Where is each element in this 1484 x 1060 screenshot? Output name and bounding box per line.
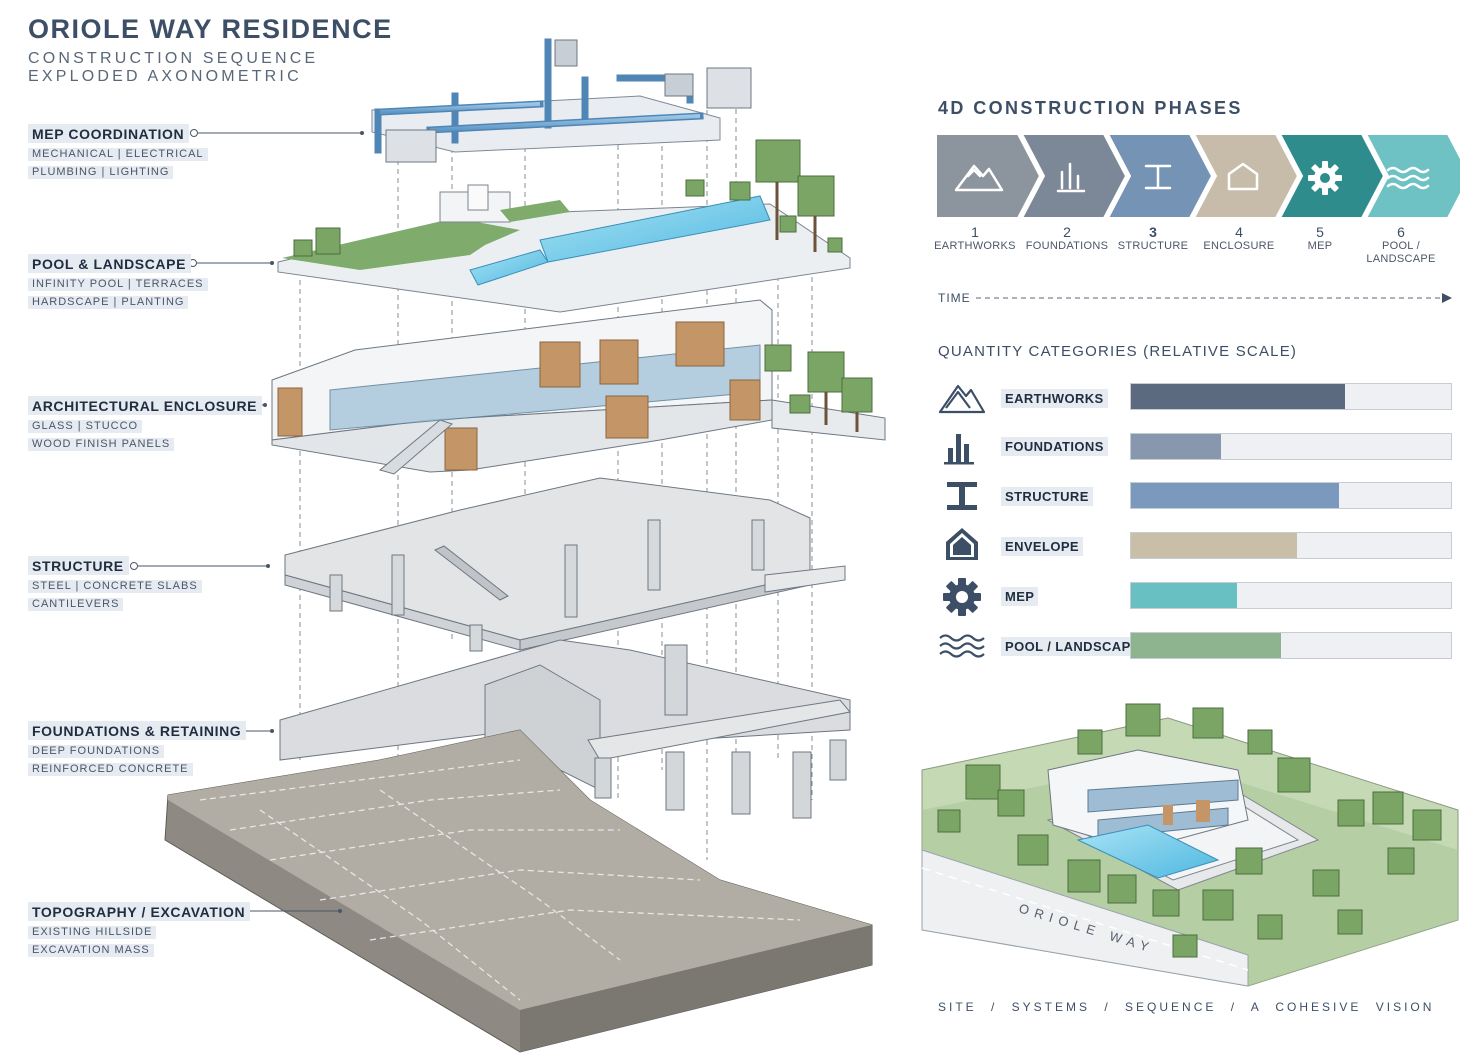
footer-tagline: SITE / SYSTEMS / SEQUENCE / A COHESIVE V… — [938, 1000, 1434, 1014]
phase-name-line2: LANDSCAPE — [1366, 253, 1436, 265]
mountain-icon — [938, 384, 986, 414]
quantity-icons — [938, 384, 986, 658]
quantity-bar-earthworks — [1130, 383, 1452, 410]
phase-label-5: 5 MEP — [1275, 224, 1365, 253]
quantity-bar-pool-landscape — [1130, 632, 1452, 659]
foundations-layer — [279, 639, 851, 819]
house-icon — [1227, 162, 1259, 191]
quantity-label-pool-landscape: POOL / LANDSCAPE — [1001, 637, 1144, 656]
callout-label: FOUNDATIONS & RETAINING — [28, 721, 247, 740]
callout-detail: PLUMBING | LIGHTING — [28, 166, 174, 179]
page-subtitle-line2: EXPLODED AXONOMETRIC — [28, 68, 302, 85]
phase-number: 1 — [971, 224, 979, 240]
phase-name: MEP — [1307, 240, 1333, 252]
footer-text: SITE / SYSTEMS / SEQUENCE / A COHESIVE V… — [938, 1000, 1435, 1014]
quantity-bar-fill — [1131, 434, 1221, 459]
phase-name: POOL / — [1381, 240, 1421, 252]
phases-title: 4D CONSTRUCTION PHASES — [938, 98, 1243, 118]
time-label: TIME — [938, 291, 971, 305]
site-axonometric-drawing: ORIOLE WAY — [921, 703, 1459, 987]
pool-landscape-layer — [277, 139, 851, 313]
phase-name: EARTHWORKS — [934, 240, 1016, 252]
quantity-bar-fill — [1131, 583, 1237, 608]
phase-number: 2 — [1063, 224, 1071, 240]
callout-detail: GLASS | STUCCO — [28, 420, 143, 433]
quantity-bar-fill — [1131, 384, 1346, 409]
callout-detail: INFINITY POOL | TERRACES — [28, 278, 208, 291]
waves-icon — [1386, 166, 1430, 190]
quantity-label-earthworks: EARTHWORKS — [1001, 389, 1108, 408]
beam-icon — [947, 482, 977, 510]
quantity-bar-mep — [1130, 582, 1452, 609]
phase-name: STRUCTURE — [1117, 240, 1189, 252]
callout-detail: MECHANICAL | ELECTRICAL — [28, 148, 208, 161]
phase-number: 4 — [1235, 224, 1243, 240]
quantity-bar-structure — [1130, 482, 1452, 509]
bars-icon — [944, 434, 974, 465]
beam-icon — [1144, 164, 1172, 190]
callout-label: TOPOGRAPHY / EXCAVATION — [28, 902, 251, 921]
callout-detail: EXCAVATION MASS — [28, 944, 154, 957]
callout-detail: HARDSCAPE | PLANTING — [28, 296, 189, 309]
phase-chevron-3 — [1106, 134, 1214, 219]
page-subtitle-line1: CONSTRUCTION SEQUENCE — [28, 50, 319, 67]
callout-enclosure: ARCHITECTURAL ENCLOSURE GLASS | STUCCO W… — [28, 396, 263, 452]
callout-detail: CANTILEVERS — [28, 598, 124, 611]
phase-number: 3 — [1149, 224, 1157, 240]
gear-icon — [1308, 161, 1342, 195]
topography-layer — [164, 729, 873, 1053]
callout-foundations: FOUNDATIONS & RETAINING DEEP FOUNDATIONS… — [28, 721, 247, 777]
callout-detail: WOOD FINISH PANELS — [28, 438, 175, 451]
quantity-bar-envelope — [1130, 532, 1452, 559]
phase-label-3: 3 STRUCTURE — [1108, 224, 1198, 253]
callout-label: STRUCTURE — [28, 556, 129, 575]
callout-mep: MEP COORDINATION MECHANICAL | ELECTRICAL… — [28, 124, 208, 180]
page-title: ORIOLE WAY RESIDENCE — [28, 14, 393, 44]
phase-chevron-1 — [936, 134, 1042, 219]
house-icon — [946, 528, 978, 560]
callout-pool-landscape: POOL & LANDSCAPE INFINITY POOL | TERRACE… — [28, 254, 208, 310]
callout-label: ARCHITECTURAL ENCLOSURE — [28, 396, 263, 415]
callout-structure: STRUCTURE STEEL | CONCRETE SLABS CANTILE… — [28, 556, 202, 612]
mountain-icon — [954, 164, 1004, 192]
enclosure-layer — [271, 299, 886, 475]
phase-name: FOUNDATIONS — [1025, 240, 1109, 252]
phase-label-4: 4 ENCLOSURE — [1194, 224, 1284, 253]
phase-number: 5 — [1316, 224, 1324, 240]
phase-label-2: 2 FOUNDATIONS — [1022, 224, 1112, 253]
callout-label: POOL & LANDSCAPE — [28, 254, 192, 273]
quantity-label-mep: MEP — [1001, 587, 1039, 606]
callout-label: MEP COORDINATION — [28, 124, 190, 143]
callout-topography: TOPOGRAPHY / EXCAVATION EXISTING HILLSID… — [28, 902, 251, 958]
phase-chevrons — [936, 134, 1460, 219]
structure-layer — [284, 477, 846, 652]
phase-label-1: 1 EARTHWORKS — [930, 224, 1020, 253]
callout-detail: STEEL | CONCRETE SLABS — [28, 580, 202, 593]
phase-name: ENCLOSURE — [1203, 240, 1275, 252]
quantity-bar-fill — [1131, 633, 1282, 658]
leader-lines — [138, 132, 362, 912]
quantity-label-foundations: FOUNDATIONS — [1001, 437, 1108, 456]
callout-detail: EXISTING HILLSIDE — [28, 926, 157, 939]
mep-layer — [371, 38, 752, 163]
quantity-label-structure: STRUCTURE — [1001, 487, 1093, 506]
time-arrow — [976, 293, 1452, 303]
phase-number: 6 — [1397, 224, 1405, 240]
phase-label-6: 6 POOL / LANDSCAPE — [1356, 224, 1446, 266]
quantity-label-envelope: ENVELOPE — [1001, 537, 1083, 556]
bars-icon — [1056, 162, 1086, 193]
quantity-bar-foundations — [1130, 433, 1452, 460]
phase-chevron-4 — [1192, 134, 1300, 219]
quantities-title: QUANTITY CATEGORIES (RELATIVE SCALE) — [938, 343, 1298, 360]
quantity-bar-fill — [1131, 533, 1298, 558]
phase-chevron-2 — [1020, 134, 1128, 219]
waves-icon — [939, 634, 985, 658]
callout-detail: REINFORCED CONCRETE — [28, 763, 193, 776]
quantity-bar-fill — [1131, 483, 1339, 508]
exploded-axonometric-drawing — [130, 38, 886, 1053]
gear-icon — [943, 578, 981, 616]
callout-detail: DEEP FOUNDATIONS — [28, 745, 165, 758]
